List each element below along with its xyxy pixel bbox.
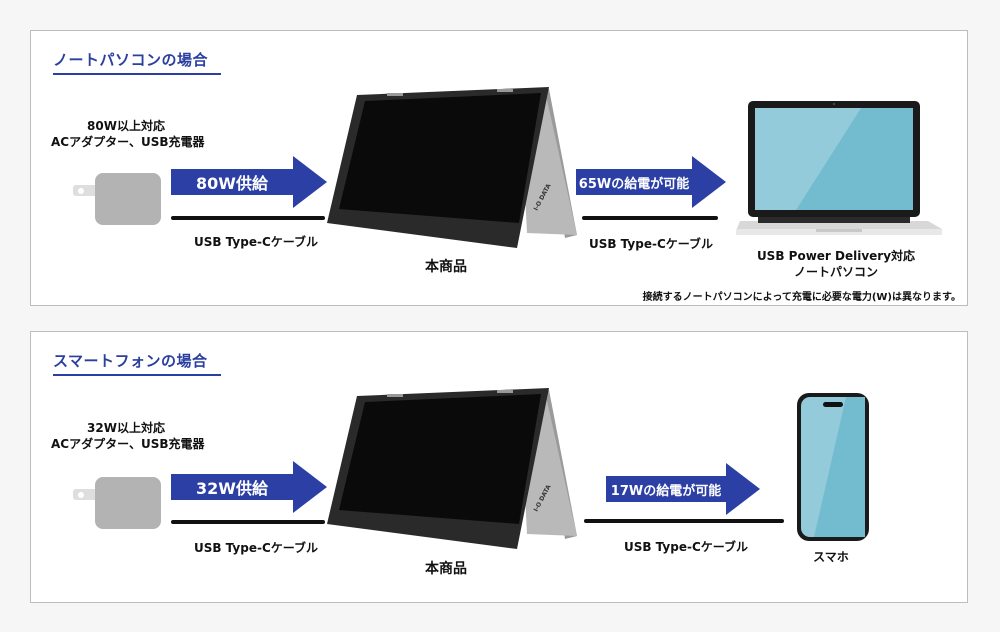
charger-label: 80W以上対応 ACアダプター、USB充電器 — [51, 118, 205, 150]
product-label: 本商品 — [425, 259, 467, 275]
output-power-arrow: 65Wの給電が可能 — [576, 156, 726, 208]
charger-label-line1: 32W以上対応 — [87, 421, 165, 435]
device-label: スマホ — [813, 550, 849, 564]
section-title: ノートパソコンの場合 — [53, 51, 209, 69]
charger-label-line1: 80W以上対応 — [87, 119, 165, 133]
input-cable — [171, 520, 325, 524]
input-cable-label: USB Type-Cケーブル — [193, 235, 319, 249]
charger-label: 32W以上対応 ACアダプター、USB充電器 — [51, 420, 205, 452]
device-label-line2: ノートパソコン — [793, 265, 878, 279]
output-power-arrow: 17Wの給電が可能 — [606, 463, 760, 515]
input-arrow-label: 32W供給 — [171, 474, 293, 500]
input-power-arrow: 80W供給 — [171, 156, 327, 208]
input-cable — [171, 216, 325, 220]
title-underline — [53, 374, 221, 376]
device-label: USB Power Delivery対応 ノートパソコン — [736, 248, 936, 280]
output-cable — [582, 216, 718, 220]
charger-label-line2: ACアダプター、USB充電器 — [51, 437, 205, 451]
laptop-icon — [736, 101, 942, 235]
product-label: 本商品 — [425, 561, 467, 577]
title-underline — [53, 73, 221, 75]
output-cable — [584, 519, 784, 523]
smartphone-icon — [797, 393, 869, 541]
smartphone-section-panel: スマートフォンの場合 32W以上対応 ACアダプター、USB充電器 32W供給 … — [30, 331, 968, 603]
power-note: 接続するノートパソコンによって充電に必要な電力(W)は異なります。 — [642, 292, 961, 303]
charger-label-line2: ACアダプター、USB充電器 — [51, 135, 205, 149]
laptop-section-panel: ノートパソコンの場合 80W以上対応 ACアダプター、USB充電器 80W供給 … — [30, 30, 968, 306]
output-arrow-label: 65Wの給電が可能 — [576, 169, 692, 195]
input-cable-label: USB Type-Cケーブル — [193, 541, 319, 555]
output-cable-label: USB Type-Cケーブル — [623, 540, 749, 554]
portable-monitor-icon: I-O DATA — [327, 388, 577, 549]
output-cable-label: USB Type-Cケーブル — [588, 237, 714, 251]
output-arrow-label: 17Wの給電が可能 — [606, 476, 726, 502]
input-power-arrow: 32W供給 — [171, 461, 327, 513]
section-title: スマートフォンの場合 — [53, 352, 208, 370]
device-label-line1: USB Power Delivery対応 — [756, 249, 916, 263]
input-arrow-label: 80W供給 — [171, 169, 293, 195]
portable-monitor-icon: I-O DATA — [327, 87, 577, 248]
